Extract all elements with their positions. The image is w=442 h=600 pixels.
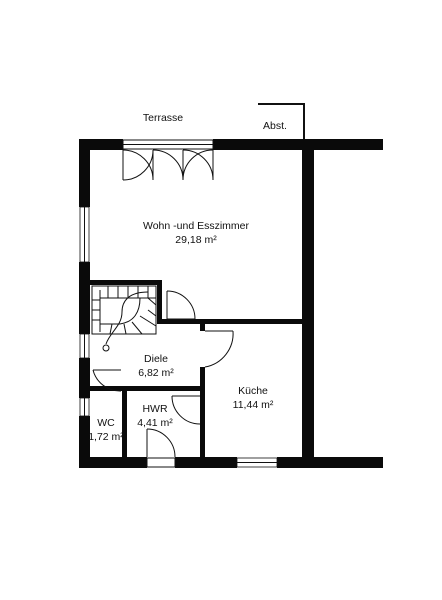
wc-right-wall [122, 391, 127, 457]
walls [79, 103, 383, 468]
living-room-name: Wohn -und Esszimmer [143, 220, 250, 232]
hall-bottom-wall [90, 386, 200, 391]
stair-wall-right [157, 280, 162, 324]
left-wall-top [79, 139, 90, 207]
staircase [91, 285, 157, 352]
kitchen-left-wall-low [200, 367, 205, 457]
windows [79, 206, 278, 468]
wc-name: WC [97, 417, 115, 429]
left-wall-mid2 [79, 358, 90, 398]
bottom-wall-right [277, 457, 383, 468]
bottom-wall-left [79, 457, 147, 468]
stair-wall-top [90, 280, 162, 285]
hall-area: 6,82 m² [138, 367, 174, 379]
living-bottom-wall [162, 319, 302, 324]
kitchen-name: Küche [238, 385, 268, 397]
terrace-label: Terrasse [143, 112, 183, 124]
party-wall [302, 139, 314, 468]
setback-label: Abst. [263, 120, 287, 132]
window-left-stair [79, 333, 90, 359]
interior-doors [92, 290, 234, 468]
setback-outline [258, 103, 305, 139]
left-wall-low [79, 416, 90, 468]
top-wall-left [79, 139, 123, 150]
utility-area: 4,41 m² [137, 417, 173, 429]
terrace-doors [122, 139, 214, 181]
window-left-wc [79, 397, 90, 417]
top-wall-right [213, 139, 383, 150]
labels: Terrasse Abst. Wohn -und Esszimmer 29,18… [88, 112, 287, 443]
left-wall-mid [79, 262, 90, 334]
window-kitchen [236, 457, 278, 468]
utility-name: HWR [142, 403, 167, 415]
living-room-area: 29,18 m² [175, 234, 217, 246]
wc-area: 1,72 m² [88, 431, 124, 443]
kitchen-area: 11,44 m² [233, 399, 274, 411]
hall-name: Diele [144, 353, 168, 365]
window-left-living [79, 206, 90, 263]
kitchen-left-wall-top [200, 319, 205, 331]
bottom-wall-mid [175, 457, 237, 468]
